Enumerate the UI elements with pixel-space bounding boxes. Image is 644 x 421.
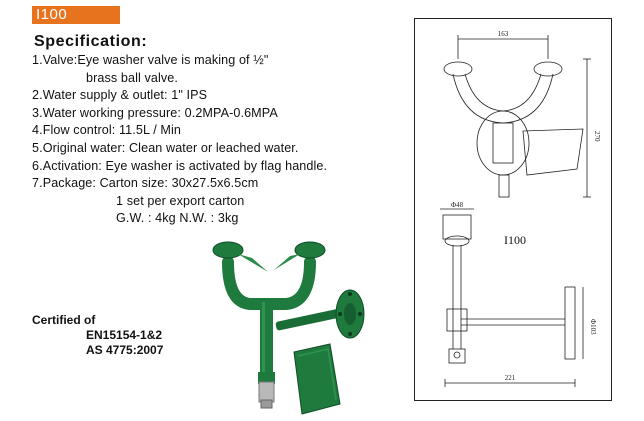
dim-head-diameter: Φ48 xyxy=(451,201,464,209)
certifications: Certified of EN15154-1&2 AS 4775:2007 xyxy=(32,313,163,358)
spec-package: 7.Package: Carton size: 30x27.5x6.5cm xyxy=(32,176,259,191)
certified-standard: AS 4775:2007 xyxy=(86,343,164,357)
drawing-model-label: I100 xyxy=(504,233,526,247)
specification-heading: Specification: xyxy=(34,33,148,50)
spec-valve: 1.Valve:Eye washer valve is making of ½" xyxy=(32,53,269,67)
dim-depth: 221 xyxy=(505,374,516,382)
spec-water-supply: 2.Water supply & outlet: 1" IPS xyxy=(32,88,208,103)
spec-original-water: 5.Original water: Clean water or leached… xyxy=(32,140,299,155)
spec-package-weight: G.W. : 4kg N.W. : 3kg xyxy=(116,211,239,226)
spec-flow: 4.Flow control: 11.5L / Min xyxy=(32,123,181,138)
certified-label: Certified of xyxy=(32,313,96,327)
specification-list: 1.Valve:Eye washer valve is making of ½"… xyxy=(32,52,402,228)
certified-standard: EN15154-1&2 xyxy=(86,328,163,342)
dim-width-top: 163 xyxy=(498,30,509,38)
model-tag: I100 xyxy=(32,6,120,24)
spec-package-set: 1 set per export carton xyxy=(116,193,245,208)
eye-washer-product-image xyxy=(212,241,365,415)
spec-pressure: 3.Water working pressure: 0.2MPA-0.6MPA xyxy=(32,105,278,120)
technical-drawing: 163 270 Φ48 Φ103 221 I100 xyxy=(414,18,612,401)
spec-activation: 6.Activation: Eye washer is activated by… xyxy=(32,158,328,173)
spec-valve-cont: brass ball valve. xyxy=(86,70,178,85)
dim-height: 270 xyxy=(593,131,601,142)
dim-flange-diameter: Φ103 xyxy=(589,319,597,335)
